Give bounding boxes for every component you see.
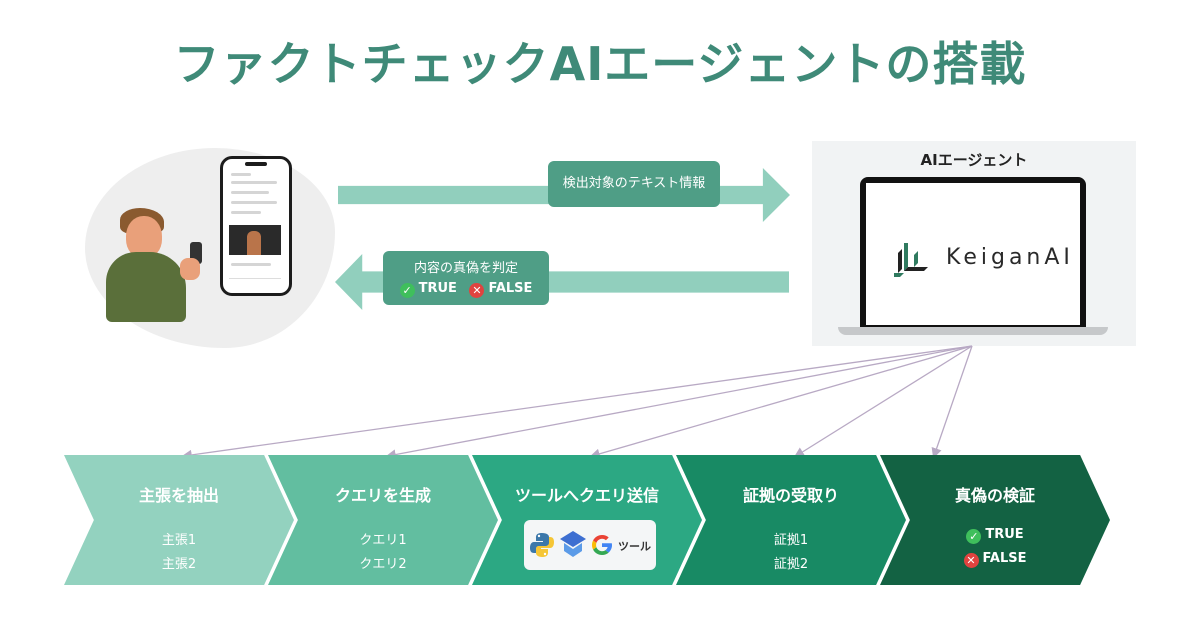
step-item: クエリ1 bbox=[359, 533, 407, 548]
judgement-result: ✓TRUE ✕FALSE bbox=[383, 281, 549, 298]
smartphone-icon bbox=[220, 156, 292, 296]
verdict-false: ✕FALSE bbox=[880, 551, 1110, 568]
cross-icon: ✕ bbox=[963, 553, 979, 568]
agent-title: AIエージェント bbox=[920, 151, 1028, 169]
connector-step-5 bbox=[931, 345, 973, 459]
verdict-false-label: FALSE bbox=[982, 551, 1027, 566]
google-icon bbox=[592, 535, 612, 555]
step-title: ツールへクエリ送信 bbox=[514, 486, 659, 505]
person-hand bbox=[180, 258, 200, 280]
connector-step-3 bbox=[589, 345, 973, 459]
step-title: 証拠の受取り bbox=[742, 486, 839, 505]
false-label: FALSE bbox=[488, 281, 533, 296]
step-verify-truth: 真偽の検証 ✓TRUE ✕FALSE bbox=[880, 455, 1110, 585]
step-item: 主張1 bbox=[161, 533, 197, 548]
verdict-true-label: TRUE bbox=[985, 527, 1024, 542]
step-item: 証拠2 bbox=[773, 557, 809, 572]
step-title: 真偽の検証 bbox=[954, 486, 1035, 505]
check-icon: ✓ bbox=[966, 529, 982, 544]
connector-step-2 bbox=[385, 345, 973, 460]
cross-icon: ✕ bbox=[469, 283, 485, 298]
step-extract-claims: 主張を抽出 主張1 主張2 bbox=[64, 455, 294, 585]
check-icon: ✓ bbox=[399, 283, 415, 298]
connector-step-1 bbox=[181, 345, 973, 461]
judgement-text: 内容の真偽を判定 bbox=[413, 261, 518, 276]
laptop-base bbox=[838, 327, 1108, 335]
tool-box: ツール bbox=[524, 520, 656, 570]
connector-step-4 bbox=[793, 345, 973, 458]
step-send-queries-to-tools: ツールへクエリ送信 ツール bbox=[472, 455, 702, 585]
true-label: TRUE bbox=[418, 281, 457, 296]
keigan-logo-icon bbox=[894, 243, 928, 277]
page-title: ファクトチェックAIエージェントの搭載 bbox=[173, 37, 1027, 91]
step-title: クエリを生成 bbox=[334, 486, 431, 505]
tool-label: ツール bbox=[618, 540, 651, 553]
step-item: 証拠1 bbox=[773, 533, 809, 548]
step-generate-queries: クエリを生成 クエリ1 クエリ2 bbox=[268, 455, 498, 585]
brand-name: KeiganAI bbox=[946, 245, 1074, 270]
laptop-icon: KeiganAI bbox=[860, 177, 1086, 327]
person-body bbox=[106, 252, 186, 322]
stack-icon bbox=[560, 531, 586, 557]
judgement-label: 内容の真偽を判定 ✓TRUE ✕FALSE bbox=[383, 251, 549, 305]
person-head bbox=[126, 216, 162, 258]
step-item: 主張2 bbox=[161, 557, 197, 572]
verdict-true: ✓TRUE bbox=[880, 527, 1110, 544]
step-title: 主張を抽出 bbox=[138, 486, 219, 505]
python-icon bbox=[530, 533, 554, 557]
detected-text-label: 検出対象のテキスト情報 bbox=[548, 161, 720, 207]
ai-agent-panel: AIエージェント KeiganAI bbox=[812, 141, 1136, 346]
step-item: クエリ2 bbox=[359, 557, 407, 572]
step-receive-evidence: 証拠の受取り 証拠1 証拠2 bbox=[676, 455, 906, 585]
